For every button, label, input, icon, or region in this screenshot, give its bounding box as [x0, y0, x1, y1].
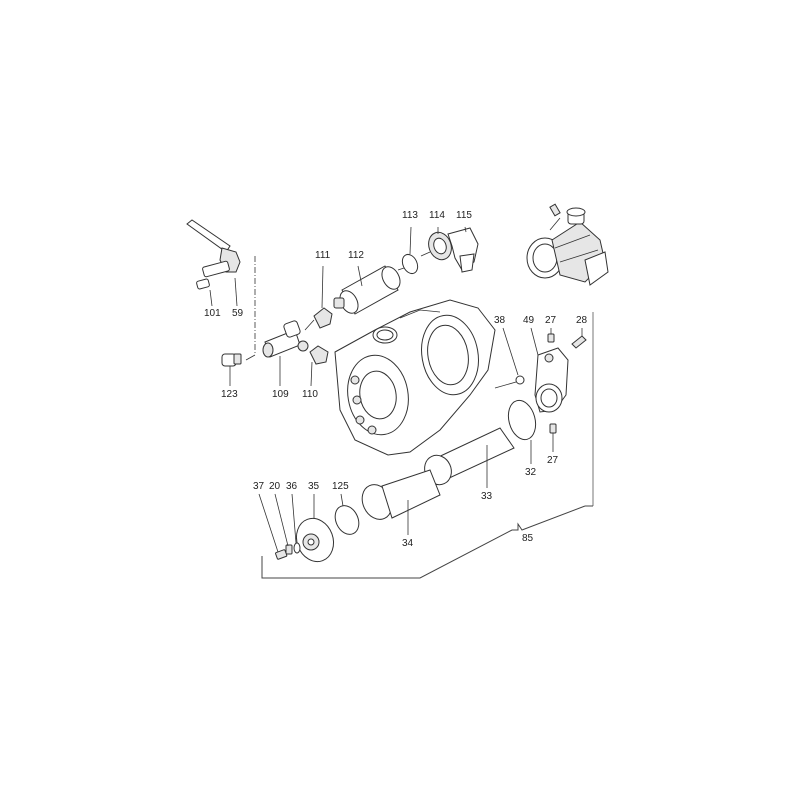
tee-fitting-part-109 [262, 320, 309, 386]
callout-27-bottom: 27 [547, 455, 559, 466]
callout-114: 114 [429, 210, 445, 221]
plug-part-123 [221, 353, 242, 386]
callout-111: 111 [315, 250, 331, 261]
o-ring-part-32 [507, 399, 537, 464]
cylinder-part-33 [424, 427, 515, 488]
callout-36: 36 [286, 481, 298, 492]
end-cap-part-35 [295, 494, 335, 563]
cylinder-part-112 [333, 265, 405, 315]
callout-85: 85 [522, 533, 534, 544]
callout-109: 109 [272, 389, 289, 400]
callout-33: 33 [481, 491, 493, 502]
elbow-fitting-part-114-115 [420, 226, 479, 273]
callout-113: 113 [402, 210, 418, 221]
callout-32: 32 [525, 467, 537, 478]
callout-59: 59 [232, 308, 244, 319]
callout-115: 115 [456, 210, 472, 221]
callout-34: 34 [402, 538, 414, 549]
assembled-pump-thumbnail [526, 203, 609, 286]
callout-35: 35 [308, 481, 320, 492]
tapered-cylinder-part-34 [361, 469, 441, 535]
callout-101: 101 [204, 308, 221, 319]
o-ring-part-113 [401, 226, 419, 275]
callout-27-top: 27 [545, 315, 557, 326]
callout-49: 49 [523, 315, 535, 326]
nut-part-110 [309, 345, 329, 387]
small-parts-37-20-36 [258, 493, 301, 560]
assembly-bracket-85 [261, 312, 594, 579]
callout-112: 112 [348, 250, 364, 261]
callout-20: 20 [269, 481, 281, 492]
pump-housing [334, 299, 496, 456]
end-cover-part-49 [494, 327, 587, 452]
callout-37: 37 [253, 481, 265, 492]
callout-28: 28 [576, 315, 588, 326]
valve-handle-part-101-59 [186, 219, 241, 307]
o-ring-part-125 [334, 493, 360, 535]
callout-123: 123 [221, 389, 238, 400]
callout-110: 110 [302, 389, 318, 400]
nut-part-111 [304, 265, 333, 331]
callout-38: 38 [494, 315, 506, 326]
callout-125: 125 [332, 481, 349, 492]
